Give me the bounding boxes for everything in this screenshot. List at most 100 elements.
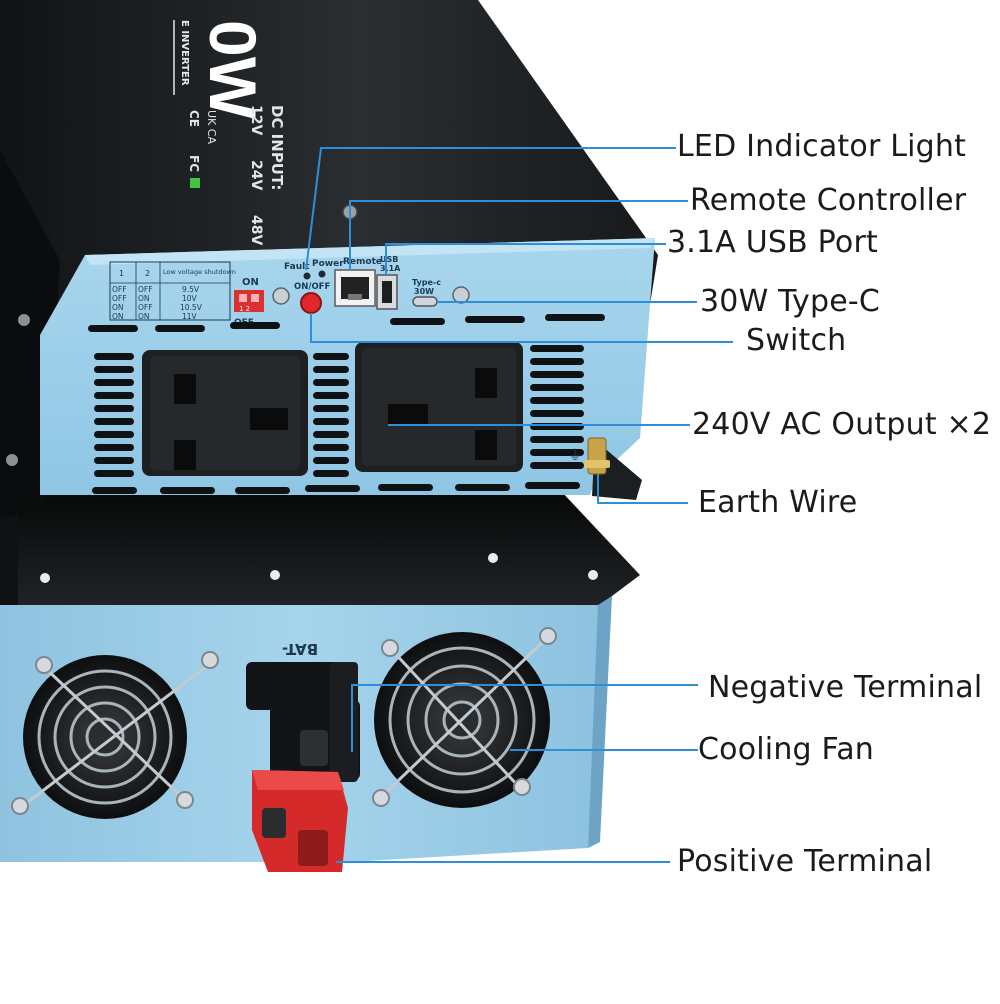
vent-slot bbox=[530, 449, 584, 456]
vent-slot bbox=[94, 457, 134, 464]
earth-wire-stud[interactable] bbox=[584, 437, 610, 475]
vent-slot bbox=[313, 405, 349, 412]
vent-slot bbox=[313, 431, 349, 438]
vent-slot bbox=[94, 366, 134, 373]
tray-mount-holes bbox=[40, 553, 598, 583]
table-cell: 9.5V bbox=[182, 285, 200, 294]
remote-controller-port[interactable] bbox=[334, 269, 376, 307]
vent-slot bbox=[92, 487, 137, 494]
usb-label: USB bbox=[380, 255, 398, 264]
leader-remote bbox=[349, 200, 688, 270]
top-branding: 0W E INVERTER DC INPUT: 12V 24V 48V UK C… bbox=[173, 20, 286, 245]
label-cooling-fan: Cooling Fan bbox=[698, 732, 875, 767]
power-label: Power bbox=[312, 259, 344, 269]
label-switch: Switch bbox=[746, 323, 847, 358]
usb-rating: 3.1A bbox=[380, 264, 401, 273]
label-ac-output: 240V AC Output ×2 bbox=[692, 407, 992, 442]
vent-slot bbox=[313, 392, 349, 399]
table-cell: ON bbox=[138, 312, 150, 321]
dip-on-label: ON bbox=[242, 277, 259, 288]
leader-led bbox=[305, 147, 676, 271]
table-header: 1 bbox=[119, 269, 124, 278]
vent-slot bbox=[525, 482, 580, 489]
vent-slot bbox=[530, 462, 584, 469]
rear-panel-edge bbox=[588, 596, 612, 848]
vent-slot bbox=[94, 405, 134, 412]
table-header: 2 bbox=[145, 269, 150, 278]
left-bolt bbox=[18, 314, 30, 326]
panel-screw bbox=[452, 286, 470, 304]
vent-slot bbox=[313, 418, 349, 425]
cert-ukca: UK CA bbox=[205, 110, 218, 144]
vent-slot bbox=[530, 358, 584, 365]
vent-slot bbox=[390, 318, 445, 325]
leader-negative bbox=[351, 684, 698, 752]
vent-slot bbox=[455, 484, 510, 491]
power-switch[interactable] bbox=[300, 292, 322, 314]
vent-slot bbox=[313, 470, 349, 477]
panel-screw bbox=[272, 287, 290, 305]
vent-slot bbox=[530, 371, 584, 378]
vent-slot bbox=[155, 325, 205, 332]
vent-slot bbox=[530, 436, 584, 443]
table-cell: OFF bbox=[138, 303, 153, 312]
table-cell: ON bbox=[138, 294, 150, 303]
table-cell: ON bbox=[112, 303, 124, 312]
ac-socket-right[interactable] bbox=[355, 342, 523, 472]
left-cooling-fan bbox=[11, 651, 219, 819]
shutdown-table: 1 2 Low voltage shutdown OFF OFF 9.5V OF… bbox=[109, 261, 236, 321]
leader-switch bbox=[310, 313, 733, 343]
voltage-option-48: 48V bbox=[248, 215, 264, 245]
vent-slot bbox=[94, 353, 134, 360]
wattage-text: 0W bbox=[196, 20, 270, 120]
right-cooling-fan bbox=[372, 627, 557, 808]
bat-negative-label: BAT- bbox=[282, 640, 318, 658]
ac-socket-left[interactable] bbox=[142, 350, 308, 476]
table-cell: 11V bbox=[182, 312, 198, 321]
voltage-option-12: 12V bbox=[248, 105, 264, 135]
typec-port[interactable] bbox=[412, 296, 438, 307]
cert-ce: CE bbox=[187, 110, 201, 127]
remote-label: Remote bbox=[343, 257, 382, 267]
vent-slot bbox=[160, 487, 215, 494]
table-header: Low voltage shutdown bbox=[163, 268, 236, 276]
vent-slot bbox=[94, 418, 134, 425]
vent-slot bbox=[530, 384, 584, 391]
table-cell: OFF bbox=[112, 285, 127, 294]
typec-label: Type-c bbox=[412, 278, 441, 287]
onoff-label: ON/OFF bbox=[294, 282, 330, 292]
label-usb-port: 3.1A USB Port bbox=[667, 225, 878, 260]
dip-numbers: 1 2 bbox=[239, 305, 250, 313]
vent-slot bbox=[94, 379, 134, 386]
vent-slot bbox=[465, 316, 525, 323]
label-negative-terminal: Negative Terminal bbox=[708, 670, 983, 705]
vent-slot bbox=[94, 444, 134, 451]
usb-port[interactable] bbox=[376, 274, 398, 310]
table-cell: 10V bbox=[182, 294, 198, 303]
table-cell: OFF bbox=[138, 285, 153, 294]
base-tray bbox=[0, 490, 640, 605]
vent-slot bbox=[530, 345, 584, 352]
vent-slot bbox=[530, 397, 584, 404]
dc-input-label: DC INPUT: bbox=[268, 105, 286, 190]
vent-slot bbox=[94, 431, 134, 438]
label-positive-terminal: Positive Terminal bbox=[677, 844, 933, 879]
cert-fc: FC bbox=[187, 155, 201, 172]
subtitle-text: E INVERTER bbox=[179, 20, 190, 86]
weee-recycle-icon bbox=[190, 178, 200, 188]
fault-led bbox=[303, 272, 311, 280]
vent-slot bbox=[313, 379, 349, 386]
power-led bbox=[318, 270, 326, 278]
vent-slot bbox=[94, 392, 134, 399]
vent-slot bbox=[313, 457, 349, 464]
vent-slot bbox=[378, 484, 433, 491]
left-bolt bbox=[6, 454, 18, 466]
earth-symbol-icon: ⏚ bbox=[568, 448, 582, 464]
label-led-indicator: LED Indicator Light bbox=[677, 129, 967, 164]
vent-slot bbox=[313, 444, 349, 451]
vent-slot bbox=[530, 410, 584, 417]
fault-label: Fault bbox=[284, 262, 310, 272]
label-earth-wire: Earth Wire bbox=[698, 485, 858, 520]
